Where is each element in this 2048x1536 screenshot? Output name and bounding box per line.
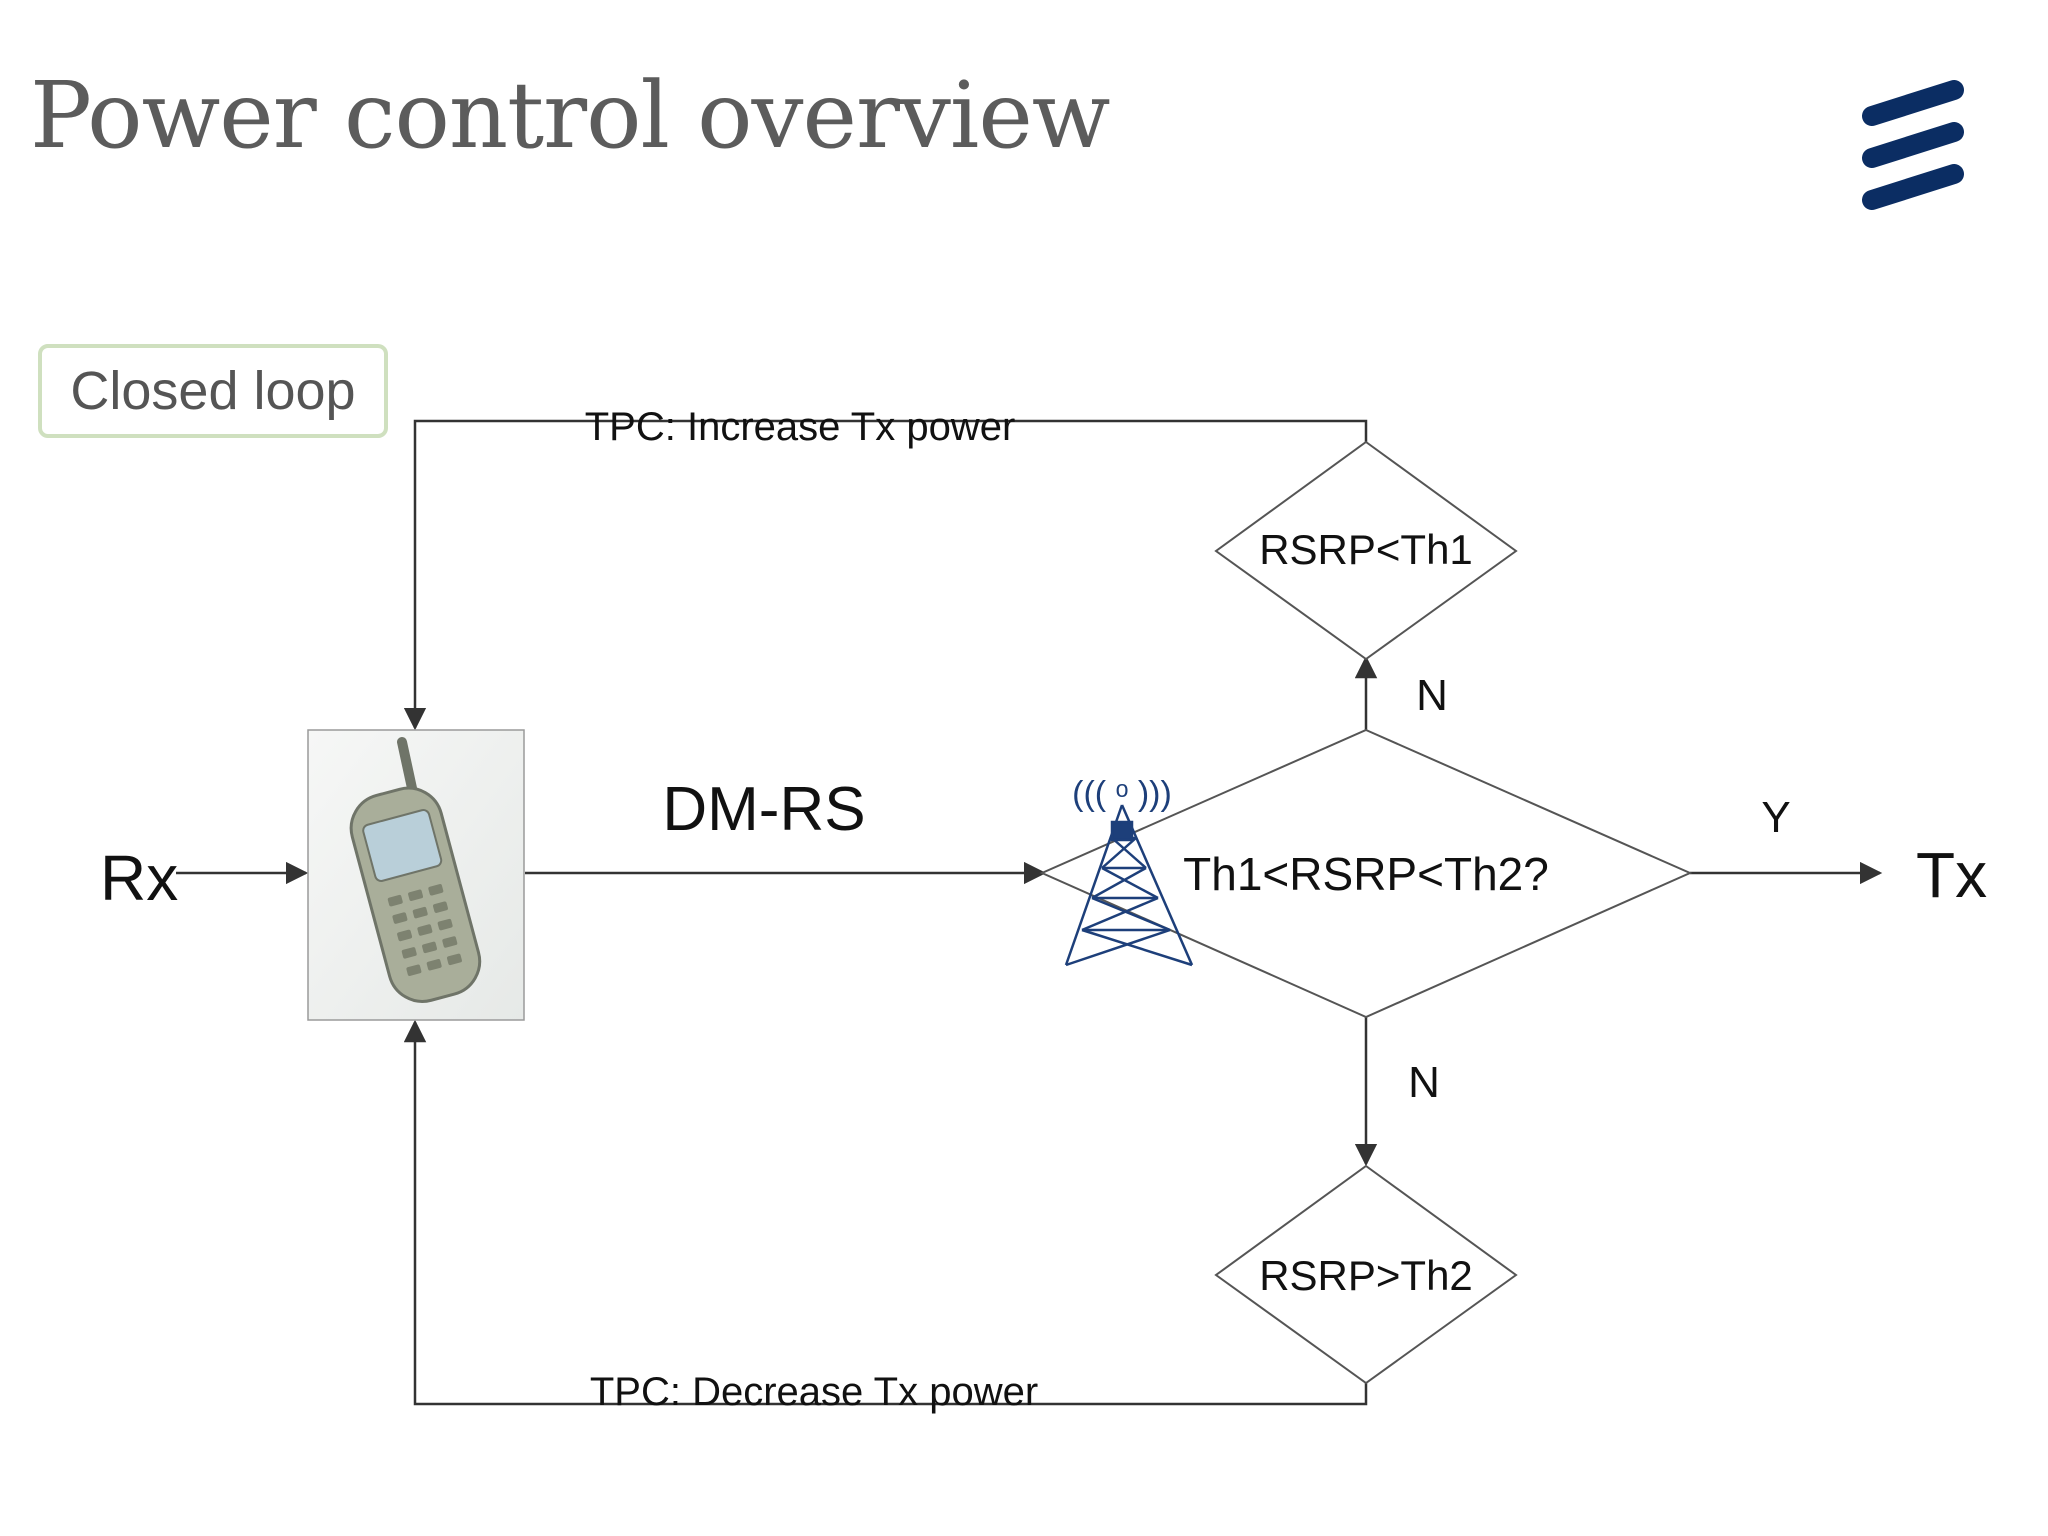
rx-label: Rx [100, 842, 178, 914]
slide-title: Power control overview [30, 62, 1111, 169]
increase-label: TPC: Increase Tx power [585, 405, 1016, 449]
main-decision-label: Th1<RSRP<Th2? [1183, 848, 1549, 900]
lower-decision-label: RSRP>Th2 [1259, 1252, 1473, 1299]
tower-signal-glyph: ((( ᵒ ))) [1072, 775, 1172, 813]
company-logo [1862, 80, 1964, 210]
decrease-feedback-line [403, 1019, 1368, 1406]
upper-decision-diamond [1214, 440, 1518, 661]
cell-tower-icon [1064, 804, 1194, 967]
signal-label: DM-RS [662, 775, 865, 844]
no-label-lower: N [1408, 1058, 1440, 1107]
lower-decision-diamond [1214, 1164, 1518, 1385]
yes-label: Y [1761, 793, 1790, 842]
decrease-label: TPC: Decrease Tx power [590, 1370, 1038, 1414]
no-label-upper: N [1416, 671, 1448, 720]
closed-loop-badge: Closed loop [38, 344, 388, 438]
mobile-phone-icon [307, 729, 525, 1021]
increase-feedback-line [403, 419, 1368, 731]
tx-label: Tx [1916, 839, 1987, 911]
main-decision-diamond [1039, 728, 1693, 1019]
upper-decision-label: RSRP<Th1 [1259, 526, 1473, 573]
